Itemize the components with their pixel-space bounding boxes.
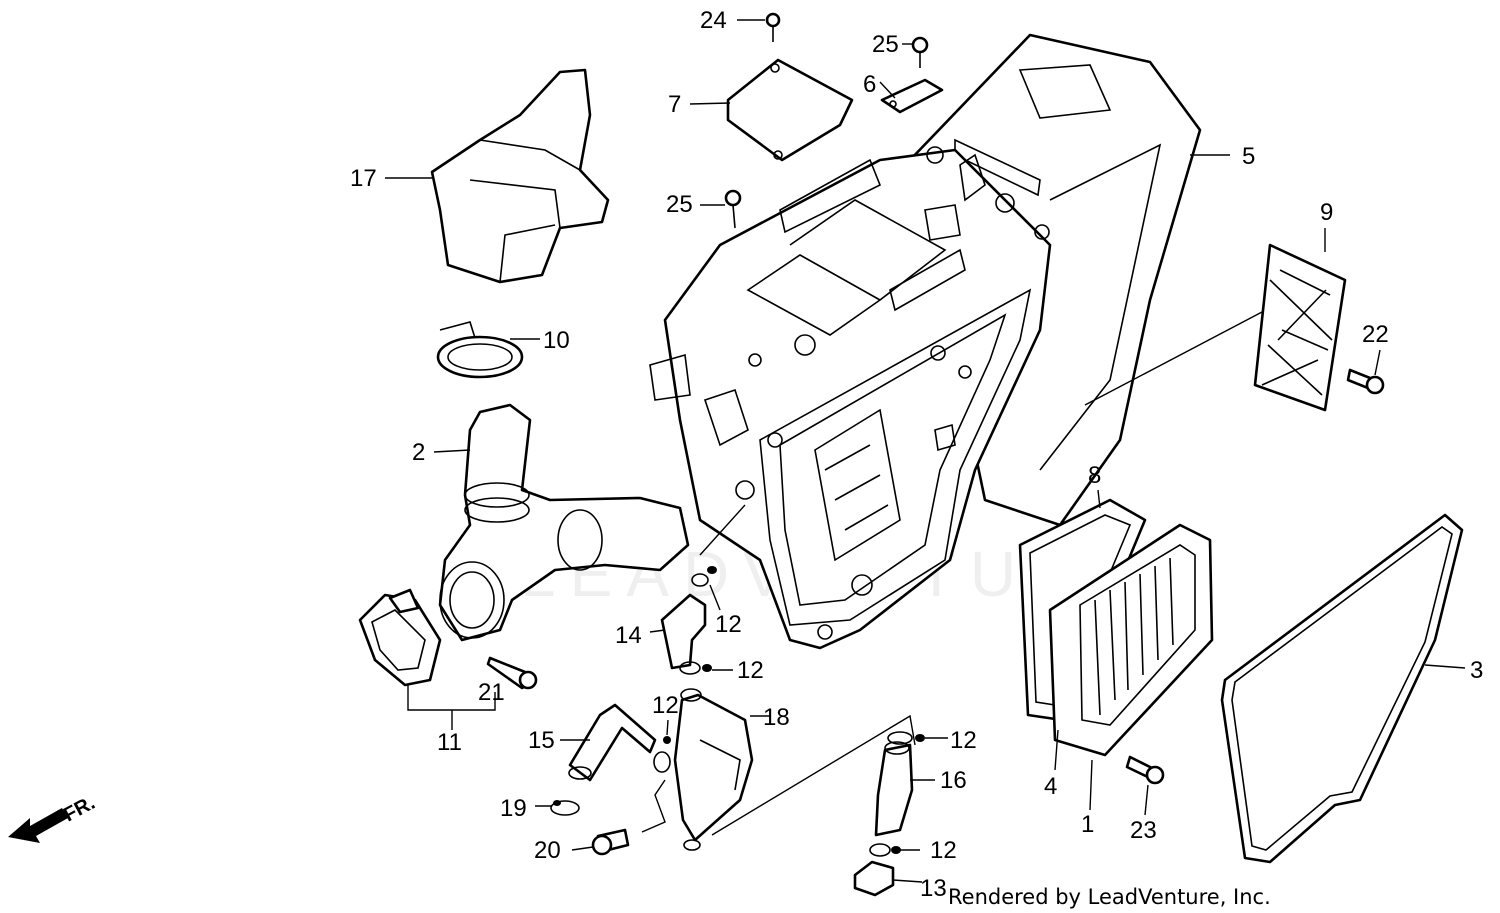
callout-11: 11 — [437, 729, 462, 756]
callout-19: 19 — [500, 795, 527, 822]
part-13-cap — [853, 860, 895, 897]
credit-text: Rendered by LeadVenture, Inc. — [948, 885, 1271, 909]
part-25-bolt-left — [724, 189, 742, 229]
callout-9: 9 — [1320, 199, 1333, 226]
callout-7: 7 — [668, 91, 681, 118]
part-9-element-cover — [1253, 243, 1347, 412]
callout-23: 23 — [1130, 817, 1157, 844]
callout-12-a: 12 — [715, 611, 742, 638]
callout-15: 15 — [528, 727, 555, 754]
part-6-bracket — [880, 78, 944, 114]
part-11-band-assembly — [358, 588, 442, 687]
part-10-band — [436, 321, 524, 379]
part-1-4-element — [1048, 523, 1214, 757]
callout-12-c: 12 — [652, 692, 679, 719]
callout-5: 5 — [1242, 143, 1255, 170]
callout-10: 10 — [543, 327, 570, 354]
callout-13: 13 — [920, 875, 947, 902]
callout-25-top: 25 — [872, 31, 899, 58]
front-direction-arrow: FR. — [8, 792, 99, 843]
callout-12-d: 12 — [950, 727, 977, 754]
callout-14: 14 — [615, 622, 642, 649]
part-23-bolt — [1125, 755, 1165, 785]
callout-22: 22 — [1362, 321, 1389, 348]
part-19-clip — [550, 800, 580, 816]
part-3-gasket — [1220, 513, 1464, 864]
part-17-cover — [430, 68, 610, 284]
callout-4: 4 — [1044, 773, 1057, 800]
callout-2: 2 — [412, 439, 425, 466]
callout-24: 24 — [700, 7, 727, 34]
callout-12-e: 12 — [930, 837, 957, 864]
callout-12-b: 12 — [737, 657, 764, 684]
part-21-screw — [486, 656, 538, 690]
part-16-tube — [874, 741, 914, 837]
part-7-plate — [726, 58, 854, 162]
alignment-lines — [699, 311, 1263, 836]
callout-20: 20 — [534, 837, 561, 864]
part-18-chamber — [673, 688, 754, 851]
callout-21: 21 — [478, 679, 505, 706]
part-12-clips — [653, 566, 925, 857]
part-20-bolt — [591, 828, 630, 856]
part-2-air-tube — [438, 403, 690, 642]
callout-3: 3 — [1470, 657, 1483, 684]
callout-16: 16 — [940, 767, 967, 794]
part-24-screw — [765, 12, 781, 42]
callout-6: 6 — [863, 71, 876, 98]
callout-8: 8 — [1088, 462, 1101, 489]
leader-lines — [385, 19, 1466, 883]
front-label: FR. — [60, 792, 99, 827]
part-22-screw — [1346, 368, 1385, 395]
callout-labels: 24 25 6 7 17 25 5 9 22 10 2 8 12 14 12 3… — [350, 7, 1483, 902]
callout-25-left: 25 — [666, 191, 693, 218]
part-15-tube — [568, 703, 657, 782]
callout-18: 18 — [763, 704, 790, 731]
callout-17: 17 — [350, 165, 377, 192]
callout-1: 1 — [1081, 811, 1094, 838]
part-14-tube — [660, 593, 707, 670]
part-25-bolt-top — [911, 36, 929, 68]
